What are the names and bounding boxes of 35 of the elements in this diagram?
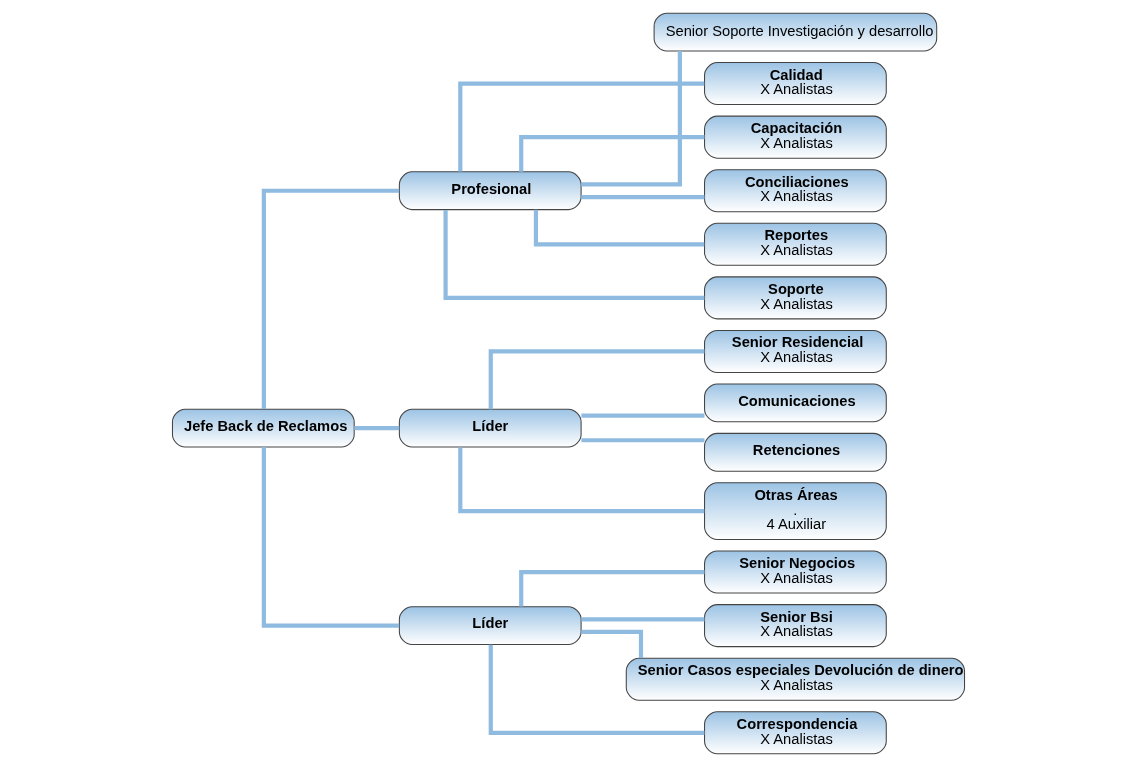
node-box: Senior Soporte Investigación y desarrollo [653, 12, 938, 52]
connector [443, 209, 705, 300]
node-box: Senior Residencial X Analistas [704, 329, 887, 373]
node-box: Profesional [398, 170, 582, 210]
connector [354, 425, 400, 430]
connector [581, 50, 682, 187]
node-box: Senior Negocios X Analistas [704, 550, 887, 594]
connector [533, 209, 705, 246]
node-box: Líder [398, 408, 582, 448]
connector [581, 437, 705, 442]
node-box: Reportes X Analistas [704, 222, 887, 266]
node-box: Calidad X Analistas [704, 61, 887, 105]
connector [488, 644, 705, 735]
node-box: Correspondencia X Analistas [704, 710, 887, 754]
connector [519, 134, 705, 172]
connector [581, 629, 644, 658]
node-box: Comunicaciones [704, 383, 887, 422]
node-box: Retenciones [704, 432, 887, 472]
connector [581, 616, 705, 621]
node-box: Otras Áreas . 4 Auxiliar [704, 481, 887, 540]
connector [581, 412, 705, 418]
node-box: Líder [398, 605, 582, 645]
node-box: Soporte X Analistas [704, 275, 887, 319]
connector [519, 569, 705, 607]
node-box: Senior Bsi X Analistas [704, 603, 887, 647]
node-box: Senior Casos especiales Devolución de dinero X Analistas [625, 657, 966, 701]
node-box: Jefe Back de Reclamos [171, 408, 355, 448]
connector [261, 188, 400, 409]
connector [261, 446, 400, 628]
connector [458, 446, 705, 513]
connector [581, 194, 705, 199]
connector [458, 81, 705, 172]
connector [488, 348, 705, 409]
node-box: Capacitación X Analistas [704, 115, 887, 159]
node-box: Conciliaciones X Analistas [704, 168, 887, 212]
